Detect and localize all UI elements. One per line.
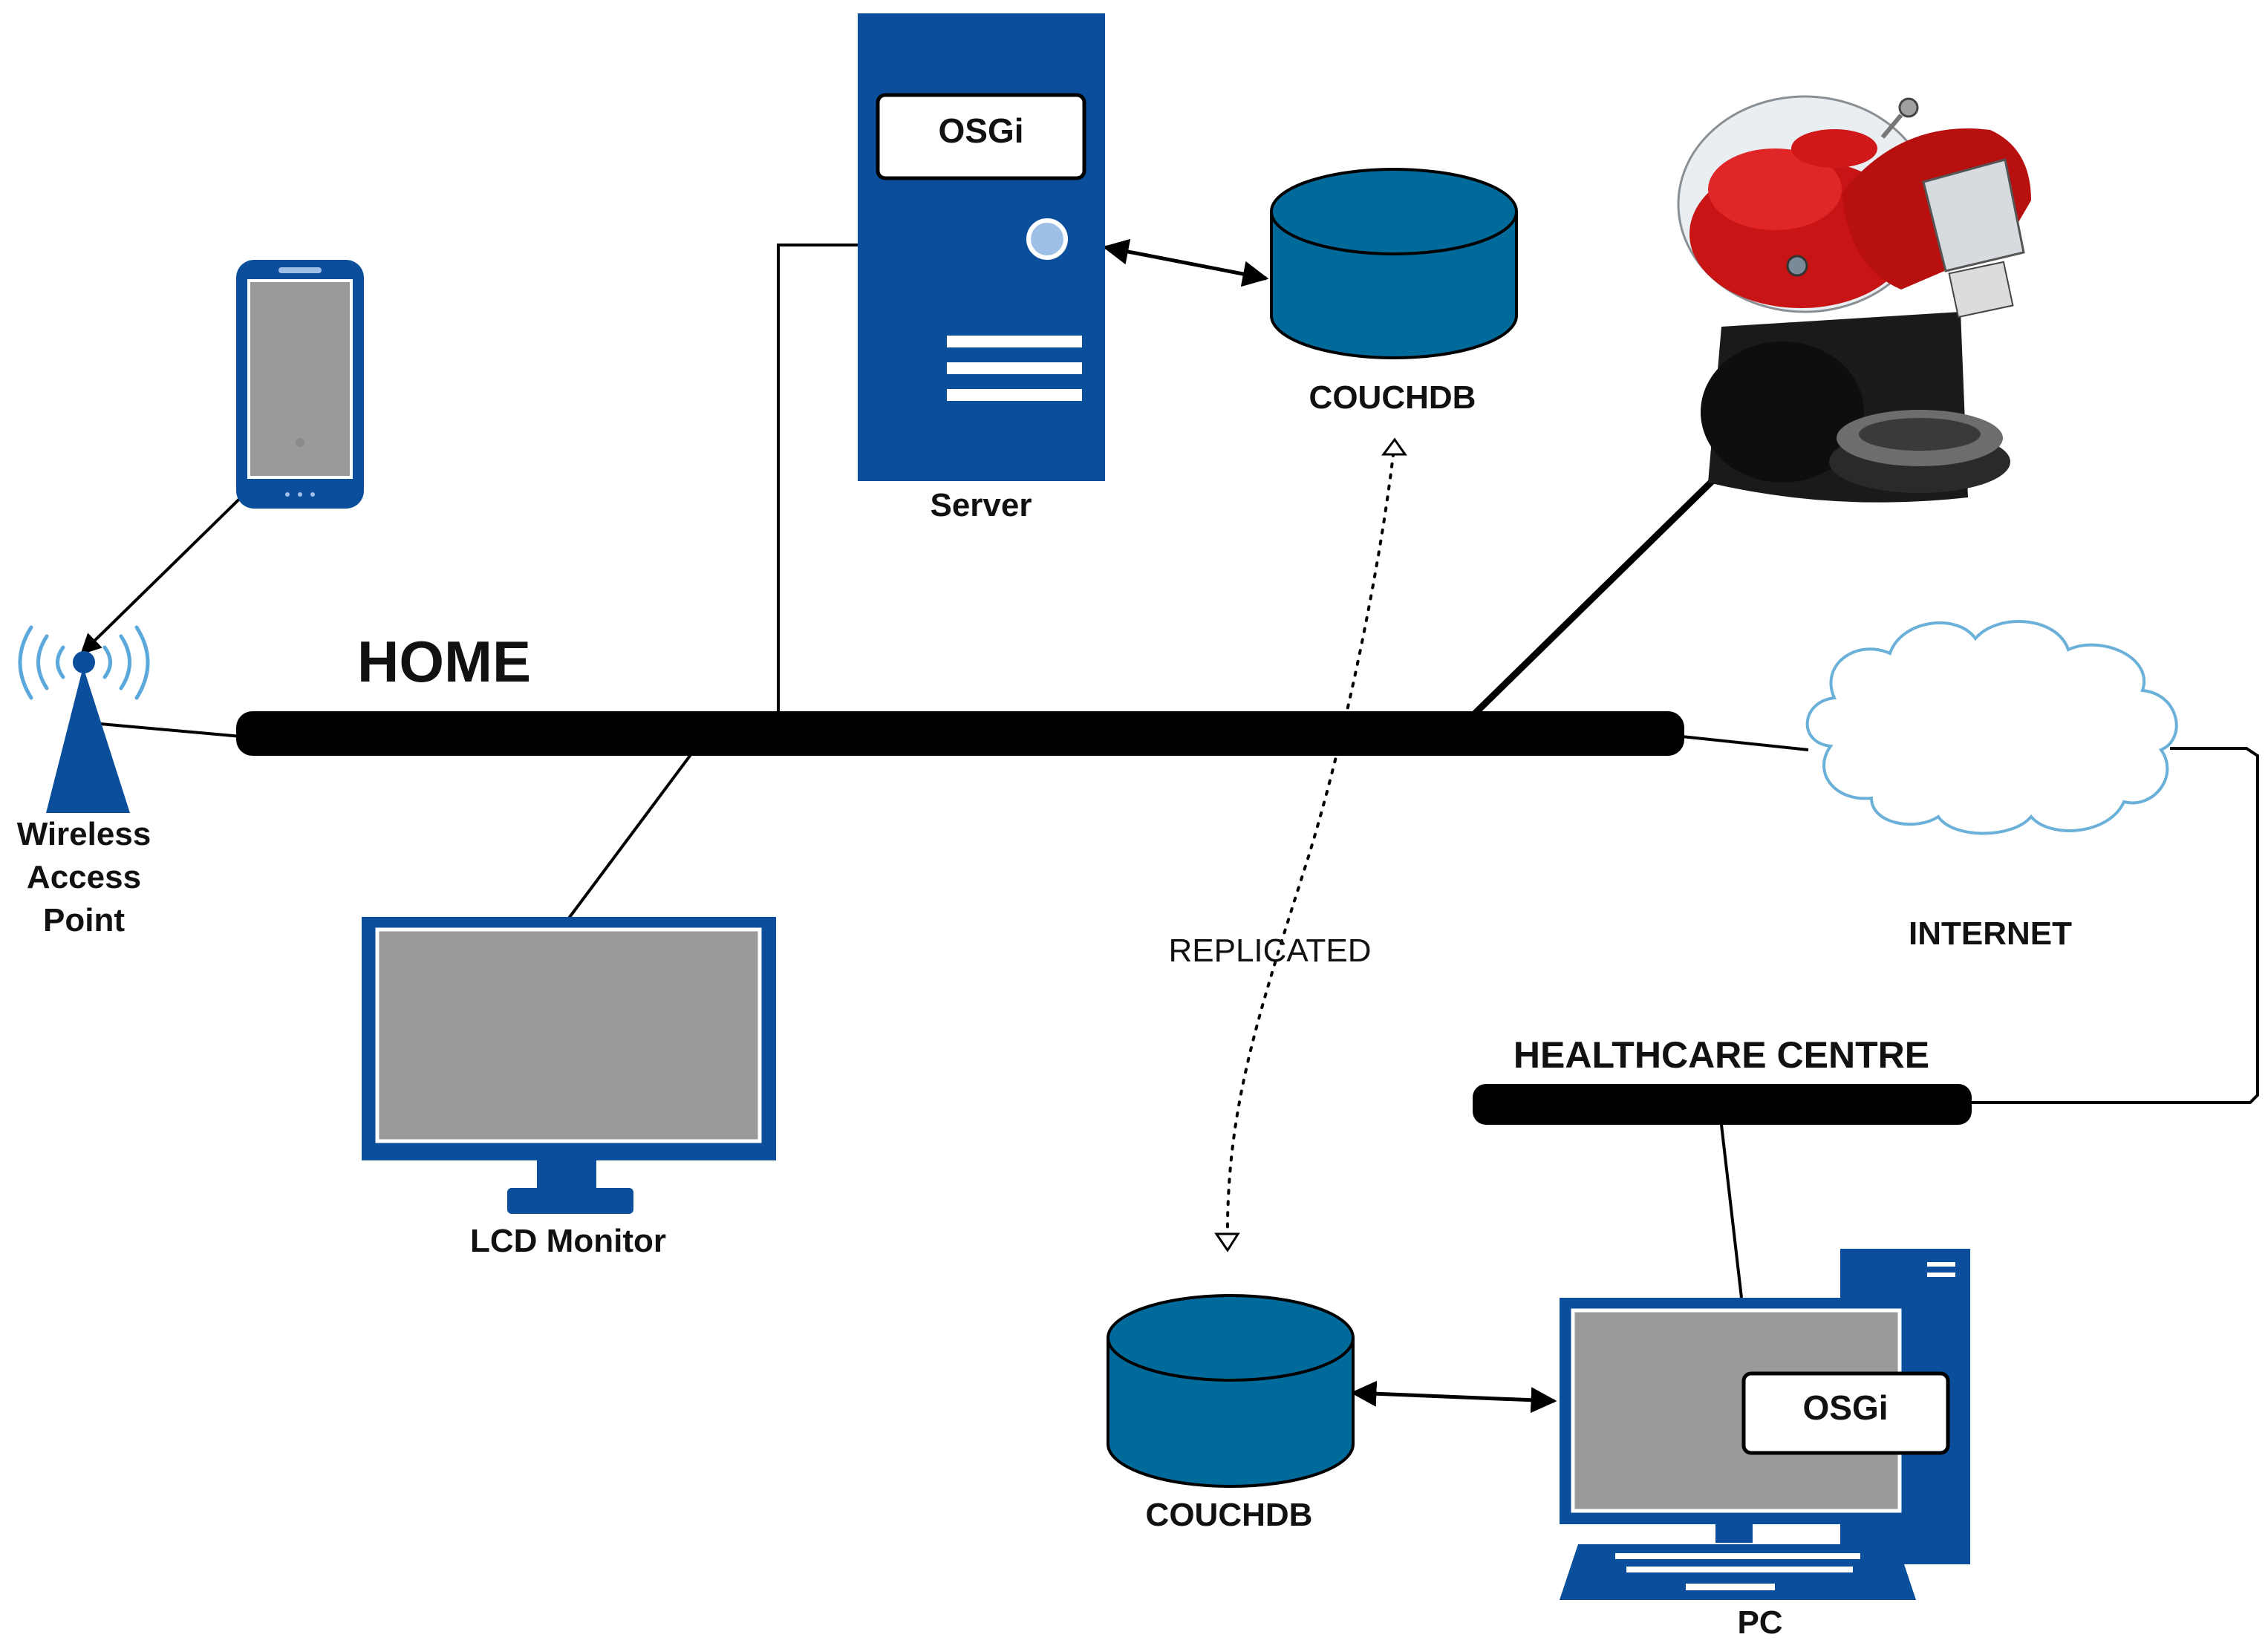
- healthcare-to-pc-link: [1720, 1124, 1743, 1299]
- bus-to-monitor-link: [567, 748, 696, 921]
- database-icon: [1107, 1294, 1355, 1488]
- replication-path: [1225, 440, 1396, 1250]
- server-osgi-label: OSGi: [938, 111, 1023, 150]
- pc-label: PC: [1737, 1604, 1782, 1641]
- couchdb-centre-label: COUCHDB: [1146, 1497, 1313, 1533]
- healthcare-network-bus: [1473, 1084, 1972, 1125]
- coffee-machine-image: [1677, 95, 2031, 503]
- pc-osgi-label: OSGi: [1802, 1388, 1888, 1427]
- lcd-monitor-label: LCD Monitor: [470, 1223, 666, 1259]
- home-label: HOME: [357, 629, 531, 694]
- internet-to-healthcare-link: [1972, 747, 2259, 1104]
- replication-arrow-down: [1214, 1232, 1240, 1252]
- healthcare-centre-label: HEALTHCARE CENTRE: [1513, 1034, 1929, 1076]
- lcd-monitor-icon: [362, 917, 776, 1214]
- server-osgi-box: [876, 93, 1086, 180]
- database-icon: [1270, 168, 1518, 359]
- wireless-tower-icon: [18, 625, 150, 813]
- smartphone-icon: [236, 260, 364, 509]
- couchdb-home-label: COUCHDB: [1309, 379, 1476, 416]
- server-label: Server: [930, 487, 1032, 523]
- couchdb-pc-arrow: [1350, 1380, 1557, 1414]
- home-network-bus: [236, 711, 1684, 756]
- server-to-bus-link: [777, 244, 858, 716]
- replication-arrow-up: [1381, 437, 1407, 456]
- wireless-label-line2: Access: [27, 859, 141, 895]
- cloud-icon: [1805, 620, 2178, 835]
- internet-label: INTERNET: [1909, 915, 2072, 952]
- server-tower-icon: [858, 13, 1105, 481]
- wireless-label-line1: Wireless: [17, 816, 151, 852]
- ap-to-bus-link: [100, 722, 242, 738]
- replicated-label: REPLICATED: [1168, 932, 1371, 969]
- wireless-label-line3: Point: [43, 902, 125, 938]
- server-couchdb-arrow: [1102, 238, 1269, 287]
- desktop-pc-icon: [1560, 1249, 1970, 1600]
- pc-osgi-box: [1741, 1371, 1950, 1455]
- bus-to-internet-link: [1681, 735, 1809, 751]
